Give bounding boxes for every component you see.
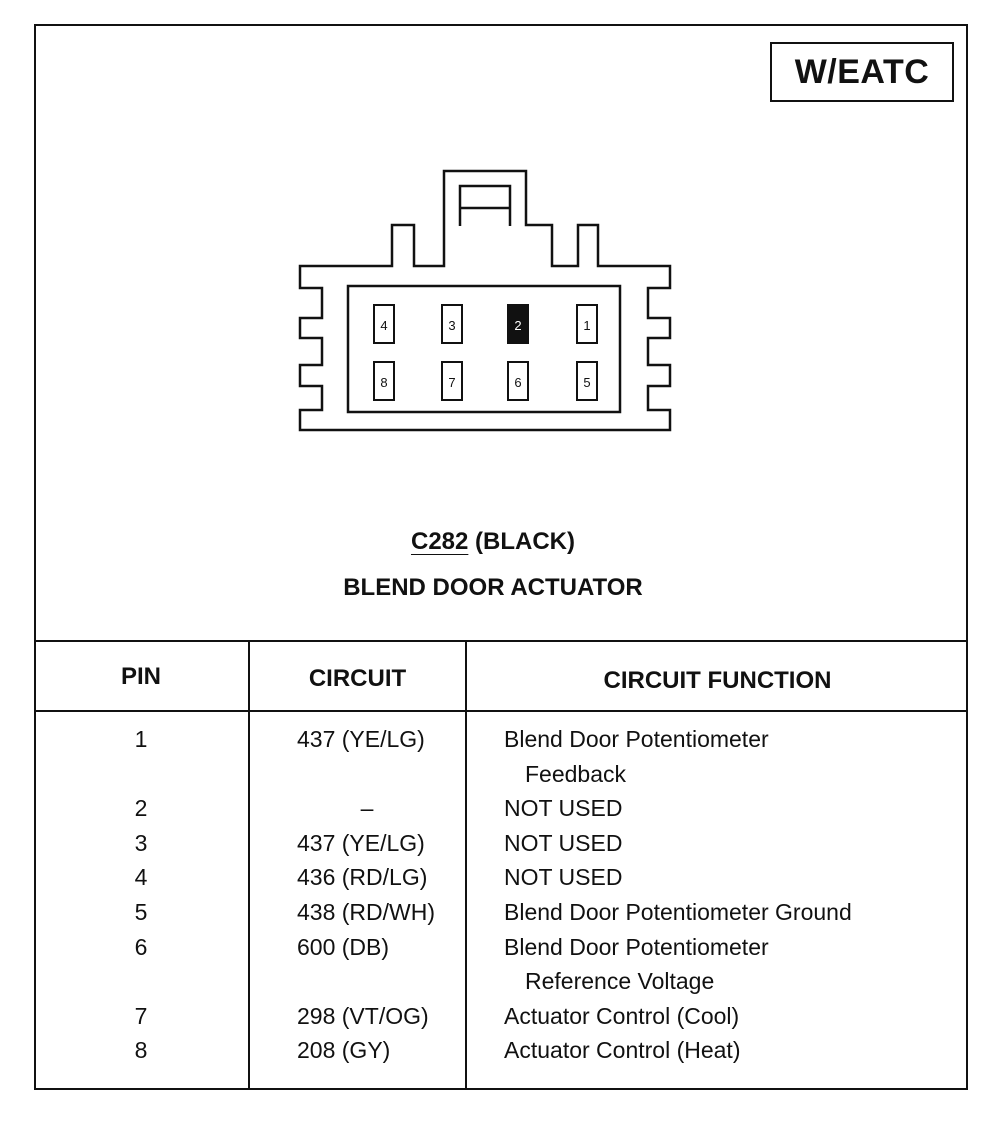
pin-cavity [441,304,463,344]
pin-number: 5 [134,899,148,925]
pin-cavity [373,361,395,401]
pin-cavity [507,304,529,344]
connector-pin-1: 1 [576,304,598,344]
variant-badge: W/EATC [770,42,954,102]
diagram-frame [34,24,968,1090]
circuit-function: Blend Door Potentiometer [504,933,769,960]
pin-number: 1 [134,726,148,752]
pin-cavity [441,361,463,401]
connector-pin-5: 5 [576,361,598,401]
circuit-number: 298 (VT/OG) [297,1002,429,1029]
connector-drawing: 4 3 2 1 8 7 6 5 [298,169,672,432]
pin-label: 4 [380,318,387,333]
circuit-function: Blend Door Potentiometer Ground [504,899,852,925]
pin-cavity [576,304,598,344]
circuit-number: – [360,795,374,822]
pin-label: 5 [583,375,590,390]
pin-number: 3 [134,829,148,856]
pin-number: 6 [134,933,148,960]
connector-pin-2: 2 [507,304,529,344]
pin-cavity [507,361,529,401]
table-column-divider-1 [248,640,250,1090]
connector-cavity [346,284,622,414]
connector-pin-7: 7 [441,361,463,401]
circuit-number: 437 (YE/LG) [297,829,425,856]
pin-label: 2 [514,318,521,333]
circuit-function: Actuator Control (Heat) [504,1037,741,1064]
table-header-divider [34,710,968,712]
pin-cavity [373,304,395,344]
circuit-number: 436 (RD/LG) [297,864,428,891]
circuit-function-continued: Feedback [525,760,627,787]
pin-label: 3 [448,318,455,333]
circuit-number: 208 (GY) [297,1037,391,1064]
pin-label: 1 [583,318,590,333]
pin-layer: 4 3 2 1 8 7 6 5 [373,304,598,401]
connector-title: C282 (BLACK) [0,528,986,556]
pin-number: 4 [134,864,148,891]
connector-pin-8: 8 [373,361,395,401]
connector-name: BLEND DOOR ACTUATOR [343,574,643,601]
circuit-function: Actuator Control (Cool) [504,1002,740,1029]
circuit-function: NOT USED [504,795,623,822]
circuit-number: 437 (YE/LG) [297,726,425,752]
connector-pin-3: 3 [441,304,463,344]
header-circuit-function: CIRCUIT FUNCTION [603,667,832,694]
connector-pin-4: 4 [373,304,395,344]
connector-housing-outline [298,169,672,432]
circuit-number: 438 (RD/WH) [297,899,436,925]
table-top-border [34,640,968,642]
circuit-function: Blend Door Potentiometer [504,726,769,752]
header-circuit: CIRCUIT [308,665,407,692]
connector-latch [458,184,512,226]
pin-number: 8 [134,1037,148,1064]
connector-pin-6: 6 [507,361,529,401]
circuit-function: NOT USED [504,864,623,891]
pin-number: 2 [134,795,148,822]
pin-cavity [576,361,598,401]
circuit-function: NOT USED [504,829,623,856]
table-column-divider-2 [465,640,467,1090]
circuit-number: 600 (DB) [297,933,390,960]
header-pin: PIN [120,663,161,690]
circuit-function-continued: Reference Voltage [525,968,715,995]
connector-id: C282 [410,528,469,555]
pin-label: 8 [380,375,387,390]
pin-label: 6 [514,375,521,390]
pin-number: 7 [134,1002,148,1029]
connector-color: (BLACK) [475,528,576,555]
pin-label: 7 [448,375,455,390]
